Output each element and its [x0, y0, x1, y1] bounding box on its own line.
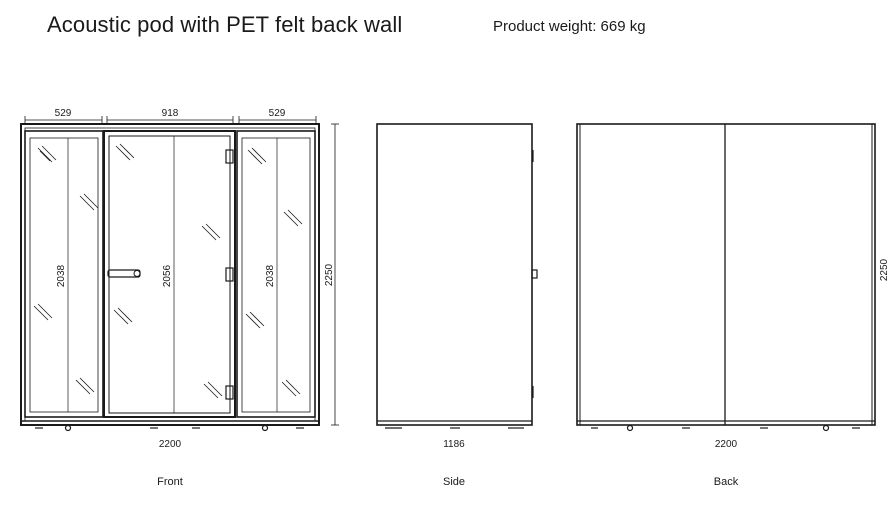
product-weight: Product weight: 669 kg [493, 18, 646, 35]
glass-reflection-marks [33, 143, 303, 399]
front-view [20, 116, 339, 432]
front-outer-frame [20, 123, 320, 426]
back-labels: 2200 2250 Back [714, 258, 890, 488]
front-door-panel [103, 130, 236, 418]
side-view [376, 123, 538, 429]
back-view-label: Back [714, 476, 739, 488]
side-view-label: Side [443, 476, 465, 488]
front-labels: 529 918 529 2038 2056 2038 2250 2200 Fro… [55, 108, 335, 488]
front-right-panel [236, 130, 316, 418]
front-overall-height: 2250 [324, 263, 335, 286]
door-hinge [225, 267, 234, 282]
front-dim-door-width: 918 [162, 108, 179, 119]
front-overall-width: 2200 [159, 439, 182, 450]
back-view [576, 123, 876, 432]
front-view-label: Front [157, 476, 183, 488]
front-dim-right-width: 529 [269, 108, 286, 119]
front-door-height: 2056 [162, 264, 173, 287]
page-title: Acoustic pod with PET felt back wall [47, 12, 403, 37]
front-top-dimension-lines [24, 116, 317, 124]
back-height: 2250 [879, 258, 890, 281]
front-right-panel-height: 2038 [265, 264, 276, 287]
back-width: 2200 [715, 439, 738, 450]
front-feet [35, 424, 304, 432]
door-hinge [225, 149, 234, 164]
side-labels: 1186 Side [443, 439, 465, 488]
front-dim-left-width: 529 [55, 108, 72, 119]
door-hinge [225, 385, 234, 400]
side-width: 1186 [443, 439, 465, 450]
back-feet [591, 424, 860, 432]
back-outline [576, 123, 876, 426]
side-hardware [531, 150, 538, 398]
front-left-panel-height: 2038 [56, 264, 67, 287]
side-outline [376, 123, 533, 426]
